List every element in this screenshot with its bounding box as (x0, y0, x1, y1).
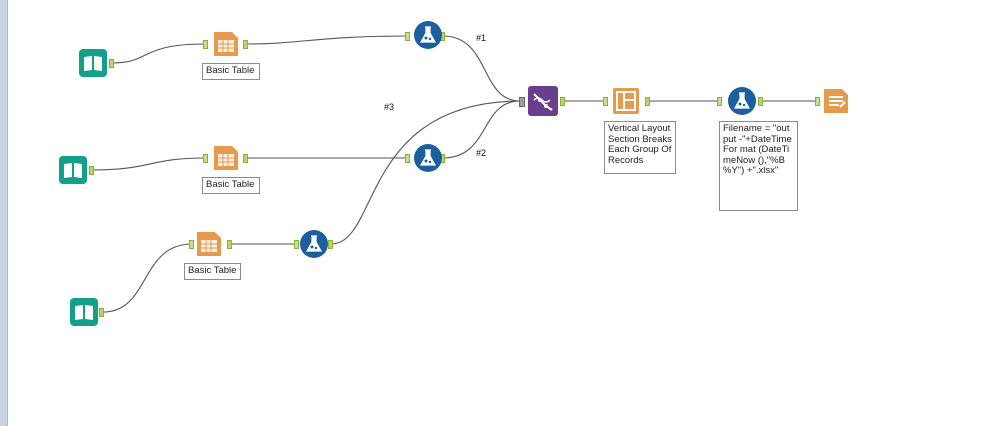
wire-formula1-union (442, 35, 521, 102)
annotation-layout: Vertical Layout Section Breaks Each Grou… (604, 121, 676, 174)
output-anchor[interactable] (227, 240, 232, 249)
render-tool[interactable] (822, 87, 850, 115)
book-icon (59, 156, 87, 184)
input-anchor[interactable] (603, 97, 608, 106)
annotation-basic-table-2: Basic Table (202, 177, 260, 194)
table-icon (214, 146, 238, 170)
book-icon (79, 49, 107, 77)
wire-input1-table1 (112, 43, 206, 64)
annotation-basic-table-1: Basic Table (202, 63, 260, 80)
union-tool[interactable] (528, 86, 558, 116)
wire-table1-formula1 (246, 35, 409, 45)
input-anchor[interactable] (189, 240, 194, 249)
connection-label-1: #1 (475, 33, 488, 43)
input-anchor[interactable] (717, 97, 722, 106)
output-anchor[interactable] (89, 166, 94, 175)
connection-label-2: #2 (475, 148, 488, 158)
formula-tool-2[interactable] (413, 143, 442, 172)
render-icon (824, 89, 848, 113)
output-anchor[interactable] (243, 154, 248, 163)
input-tool-2[interactable] (59, 156, 87, 184)
canvas-left-edge (0, 0, 8, 426)
connection-label-3: #3 (383, 102, 396, 112)
annotation-formula-4: Filename = "output -"+DateTimeFor mat (D… (719, 121, 798, 211)
table-icon (197, 232, 221, 256)
input-tool-1[interactable] (79, 49, 107, 77)
input-anchor[interactable] (203, 154, 208, 163)
table-icon (214, 32, 238, 56)
wire-input2-table2 (92, 157, 206, 171)
wire-formula3-union (330, 100, 521, 245)
basic-table-tool-2[interactable] (212, 144, 240, 172)
output-anchor[interactable] (99, 308, 104, 317)
output-anchor[interactable] (758, 97, 763, 106)
output-anchor[interactable] (560, 97, 565, 106)
layout-tool[interactable] (612, 87, 640, 115)
input-anchor[interactable] (405, 154, 410, 163)
basic-table-tool-1[interactable] (212, 30, 240, 58)
output-anchor[interactable] (109, 59, 114, 68)
flask-icon (300, 230, 328, 258)
flask-icon (414, 21, 442, 49)
formula-tool-3[interactable] (299, 229, 328, 258)
flask-icon (414, 144, 442, 172)
wire-input3-table3 (102, 243, 193, 313)
wire-formula2-union (442, 100, 521, 159)
layout-icon (613, 88, 639, 114)
flask-icon (728, 87, 756, 115)
union-icon (528, 86, 558, 116)
union-multi-input-anchor[interactable] (519, 97, 525, 107)
annotation-basic-table-3: Basic Table (184, 263, 241, 280)
formula-tool-1[interactable] (413, 20, 442, 49)
formula-tool-4[interactable] (727, 86, 756, 115)
input-anchor[interactable] (294, 240, 299, 249)
input-anchor[interactable] (405, 32, 410, 41)
basic-table-tool-3[interactable] (195, 230, 223, 258)
input-anchor[interactable] (203, 40, 208, 49)
output-anchor[interactable] (328, 240, 333, 249)
output-anchor[interactable] (243, 40, 248, 49)
book-icon (70, 298, 98, 326)
input-anchor[interactable] (815, 97, 820, 106)
output-anchor[interactable] (645, 97, 650, 106)
input-tool-3[interactable] (70, 298, 98, 326)
